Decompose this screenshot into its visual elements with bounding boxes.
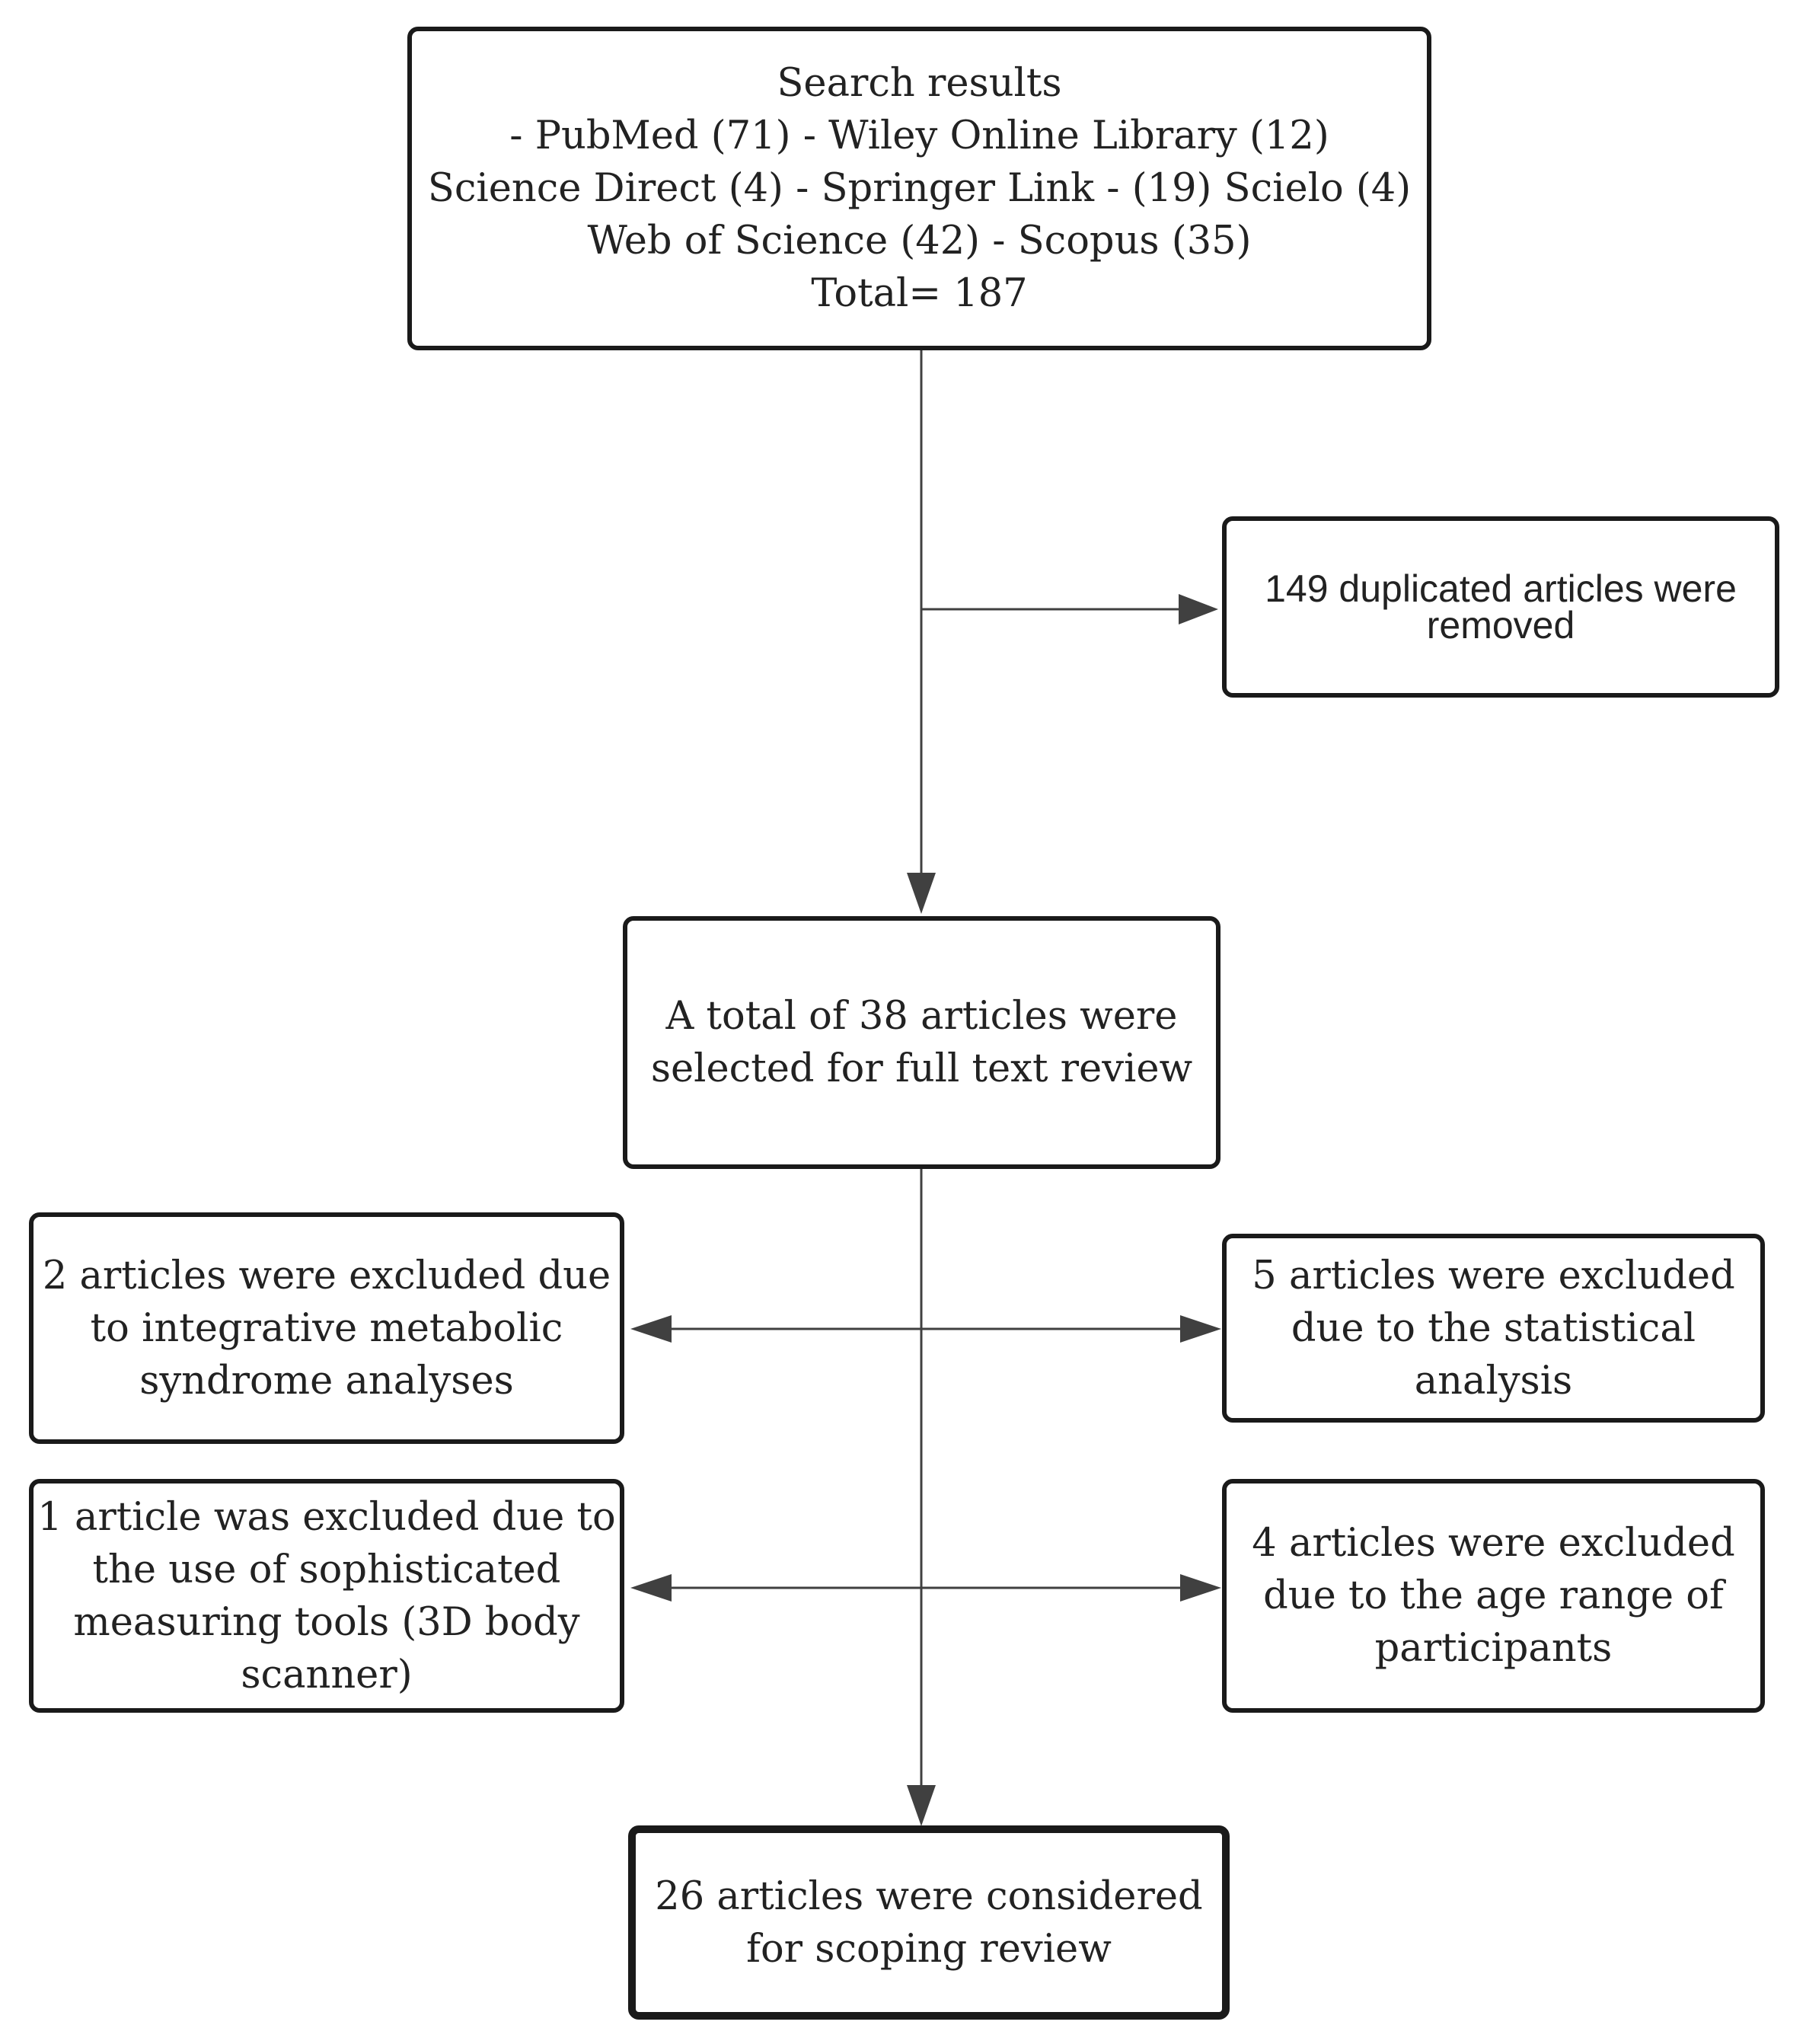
arrowhead-final <box>907 1785 936 1826</box>
excluded-statistical-box: 5 articles were excluded due to the stati… <box>1222 1234 1765 1423</box>
box-text-line: participants <box>1374 1626 1613 1671</box>
excluded-age-box: 4 articles were excluded due to the age r… <box>1222 1479 1765 1713</box>
box-text-line: 149 duplicated articles were <box>1265 567 1737 610</box>
final-included-box: 26 articles were considered for scoping r… <box>628 1825 1230 2020</box>
arrowhead-duplicates <box>1179 594 1218 624</box>
box-text-line: 2 articles were excluded due <box>42 1253 611 1298</box>
box-text-line: due to the age range of <box>1263 1573 1724 1618</box>
box-text-line: scanner) <box>241 1652 413 1697</box>
box-text-line: syndrome analyses <box>139 1358 514 1404</box>
box-text-line: the use of sophisticated <box>92 1547 561 1592</box>
box-text-line: 5 articles were excluded <box>1252 1253 1735 1298</box>
box-text-line: - PubMed (71) - Wiley Online Library (12… <box>509 113 1329 158</box>
excluded-tools-box: 1 article was excluded due to the use of … <box>29 1479 624 1713</box>
arrowhead-metabolic <box>630 1315 672 1343</box>
box-text-line: Web of Science (42) - Scopus (35) <box>587 219 1252 263</box>
box-text-line: Total= 187 <box>811 271 1028 316</box>
arrowhead-tools <box>630 1574 672 1602</box>
excluded-metabolic-box: 2 articles were excluded due to integrati… <box>29 1212 624 1444</box>
box-text-line: Science Direct (4) - Springer Link - (19… <box>427 166 1412 211</box>
arrowhead-age <box>1180 1574 1221 1602</box>
arrowhead-fulltext <box>907 873 936 914</box>
box-text-line: removed <box>1426 604 1575 647</box>
box-text-line: analysis <box>1414 1358 1573 1404</box>
box-text-line: to integrative metabolic <box>90 1305 563 1351</box>
box-text-line: 26 articles were considered <box>655 1873 1203 1919</box>
box-text-line: A total of 38 articles were <box>665 994 1178 1039</box>
box-text-line: 4 articles were excluded <box>1252 1521 1735 1566</box>
box-text-line: Search results <box>777 61 1062 106</box>
full-text-review-box: A total of 38 articles were selected for … <box>623 916 1220 1169</box>
box-text-line: 1 article was excluded due to <box>37 1494 616 1540</box>
box-text-line: due to the statistical <box>1291 1305 1696 1351</box>
arrowhead-statistical <box>1180 1315 1221 1343</box>
box-text-line: selected for full text review <box>650 1046 1193 1091</box>
box-text-line: measuring tools (3D body <box>73 1599 580 1645</box>
search-results-box: Search results - PubMed (71) - Wiley Onli… <box>407 27 1431 350</box>
box-text-line: for scoping review <box>746 1926 1112 1972</box>
